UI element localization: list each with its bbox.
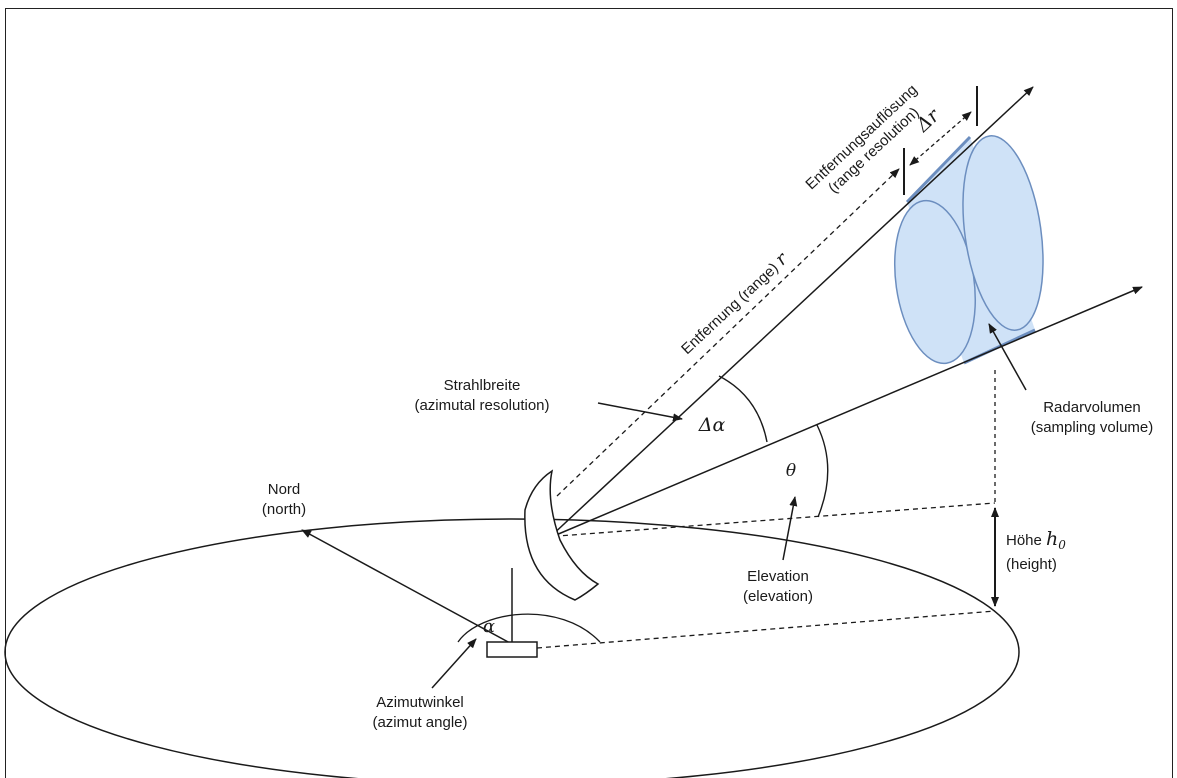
beamwidth-angle-arc [718,375,768,443]
radar-volume-label-de: Radarvolumen [1043,399,1141,416]
elevation-label-en: (elevation) [743,588,813,605]
elevation-angle-arc [816,424,829,518]
height-label-en: (height) [1006,556,1057,573]
volume-pointer-arrow [988,323,1027,391]
elevation-label-de: Elevation [747,568,809,585]
elevation-pointer-arrow [782,496,798,561]
north-label-de: Nord [268,481,301,498]
radar-base-box [486,641,538,658]
ground-plane-ellipse [4,518,1020,778]
beamwidth-label-de: Strahlbreite [444,377,521,394]
north-arrow [301,529,511,644]
height-subscript: 0 [1058,538,1066,552]
height-symbol: h [1046,528,1058,550]
radar-dish [524,469,600,601]
range-label: Entfernung (range) r [676,248,793,359]
theta-symbol: θ [786,461,796,481]
radar-volume-label-en: (sampling volume) [1031,419,1154,436]
azimuth-label-de: Azimutwinkel [376,694,464,711]
range-resolution-label-de: Entfernungsauflösung [802,81,920,193]
beamwidth-label-en: (azimutal resolution) [414,397,549,414]
beamwidth-pointer-arrow [597,402,683,422]
beam-lower-edge [548,286,1143,539]
alpha-symbol: α [483,616,495,637]
height-label: Höhe h0 [1006,528,1066,552]
azimuth-angle-arc [457,613,601,643]
radar-volume-far-face [962,135,1044,331]
range-arrow [556,168,900,497]
horizontal-reference-line [544,502,996,538]
delta-r-symbol: Δr [911,103,945,137]
azimuth-pointer-arrow [431,638,477,689]
delta-alpha-symbol: Δα [698,414,726,436]
ground-projection-line [536,610,996,649]
azimuth-label-en: (azimut angle) [372,714,467,731]
north-label-en: (north) [262,501,306,518]
